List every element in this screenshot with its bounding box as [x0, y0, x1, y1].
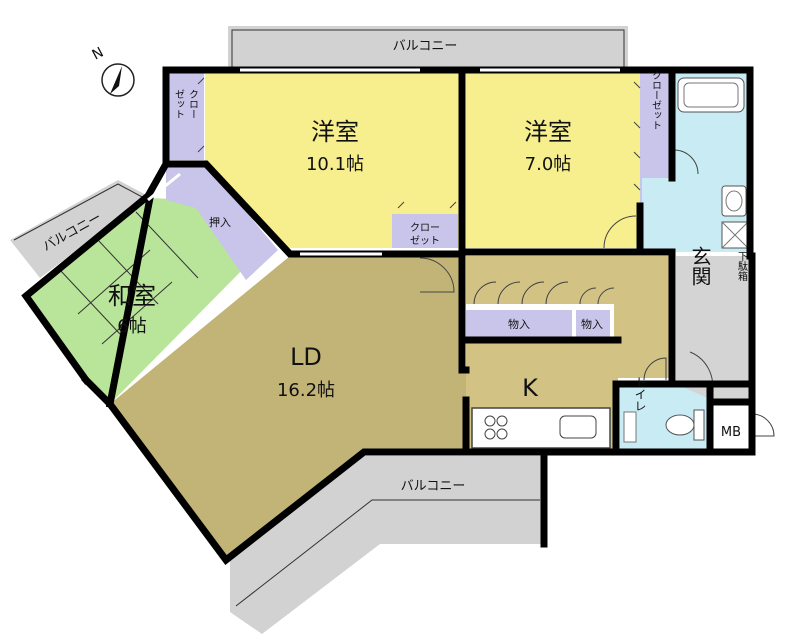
- balcony-top-label: バルコニー: [393, 39, 458, 54]
- japanese-room-name: 和室: [108, 282, 156, 310]
- ld-size: 16.2帖: [277, 380, 335, 401]
- washing-machine-pan: [721, 221, 749, 249]
- compass-north-label: N: [90, 44, 107, 63]
- living-dining: [110, 256, 466, 560]
- closet-center-line2: ゼット: [410, 235, 440, 247]
- closet-right-label: クローゼット: [650, 70, 662, 130]
- balcony-top: バルコニー: [228, 26, 628, 68]
- closet-left: [166, 72, 204, 160]
- washbasin: [721, 185, 747, 217]
- western-room-1-name: 洋室: [311, 118, 359, 146]
- kitchen: [466, 256, 672, 452]
- monoire-2-label: 物入: [581, 317, 603, 331]
- closet-center-line1: クロー: [410, 222, 440, 234]
- western-room-1-size: 10.1帖: [306, 154, 364, 175]
- western-room-2: [466, 70, 640, 248]
- windows: [147, 68, 620, 542]
- japanese-room: [26, 198, 256, 404]
- shoe-box-label: 下駄箱: [736, 251, 748, 282]
- balcony-left-area: [10, 180, 148, 278]
- ld-name: LD: [290, 343, 322, 371]
- balcony-bottom: バルコニー: [230, 456, 545, 634]
- japanese-room-size: 6帖: [117, 316, 146, 337]
- compass: N: [90, 44, 135, 97]
- toilet-fixture: [623, 409, 705, 443]
- monoire-1-label: 物入: [508, 317, 530, 331]
- western-room-1: [205, 70, 462, 248]
- western-room-2-size: 7.0帖: [525, 154, 572, 175]
- closet-door-marks: [197, 77, 641, 209]
- monoire-2: [576, 310, 610, 338]
- balcony-bottom-label: バルコニー: [401, 479, 466, 494]
- entrance: [676, 256, 750, 400]
- western-room-2-name: 洋室: [524, 118, 572, 146]
- toilet-name: トイレ: [633, 376, 647, 412]
- bathtub: [677, 77, 745, 113]
- oshiire-label: 押入: [209, 215, 231, 229]
- balcony-top-area: [228, 26, 628, 68]
- meter-box: [712, 402, 752, 452]
- closet-center: [392, 214, 458, 248]
- monoire-1: [466, 310, 572, 338]
- kitchen-counter: [471, 407, 611, 449]
- closet-left-line2: ゼット: [173, 89, 185, 119]
- oshiire: [166, 164, 278, 280]
- kitchen-name: K: [522, 374, 539, 402]
- compass-arrow-icon: [110, 66, 122, 94]
- meter-box-label: MB: [721, 425, 741, 440]
- closet-left-line1: クロー: [187, 89, 198, 119]
- entrance-name: 玄関: [688, 246, 712, 286]
